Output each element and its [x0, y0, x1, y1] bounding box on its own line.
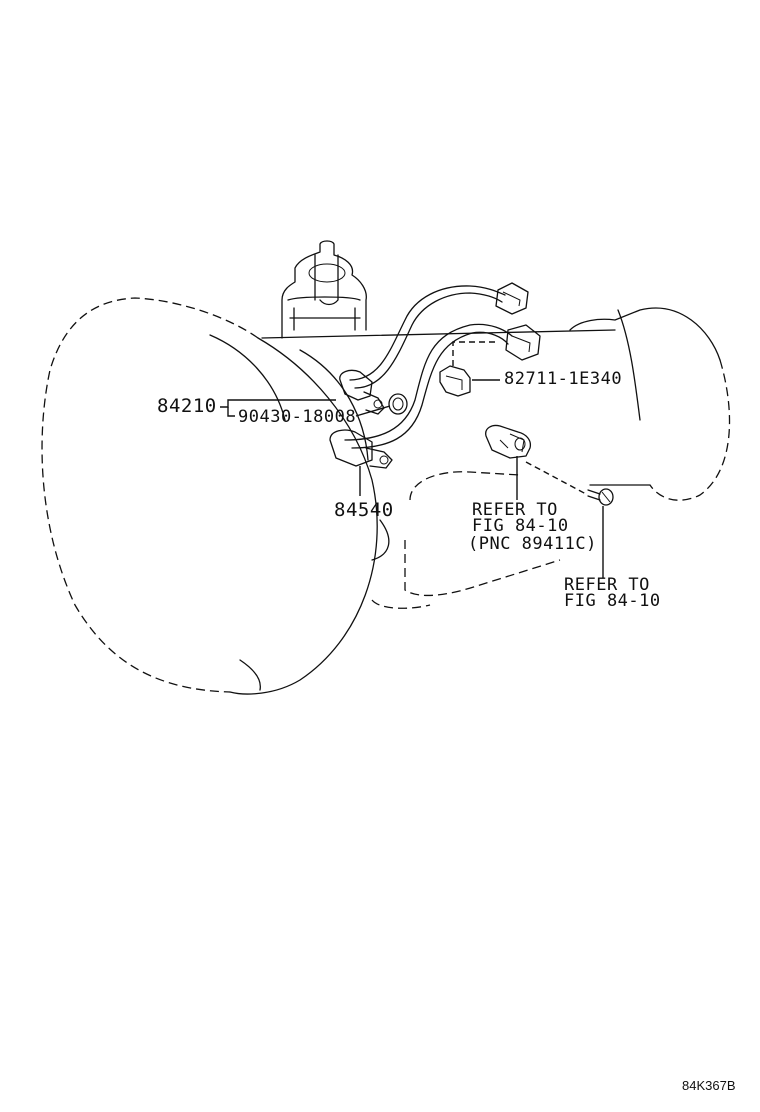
- illustration-code: 84K367B: [682, 1078, 736, 1093]
- refer-note-b-line1: REFER TO: [564, 575, 650, 595]
- refer-note-a-line2: FIG 84-10: [472, 516, 569, 536]
- callout-82711-1e340: 82711-1E340: [504, 369, 623, 389]
- callout-84540: 84540: [334, 499, 394, 521]
- shift-tower: [281, 240, 367, 339]
- wire-harness: [344, 282, 541, 449]
- callout-84210: 84210: [157, 395, 217, 417]
- back-up-switch: [339, 369, 408, 415]
- refer-note-b-line2: FIG 84-10: [564, 591, 661, 611]
- neutral-start-switch: [329, 429, 393, 469]
- transmission-case: [41, 297, 731, 695]
- refer-note-a-line3: (PNC 89411C): [468, 534, 597, 554]
- callout-90430-18008: 90430-18008: [238, 407, 357, 427]
- speed-sensor: [485, 424, 532, 459]
- bolt: [587, 488, 614, 506]
- refer-note-a-line1: REFER TO: [472, 500, 558, 520]
- wire-clamp: [439, 365, 471, 397]
- leader-lines: [220, 341, 604, 578]
